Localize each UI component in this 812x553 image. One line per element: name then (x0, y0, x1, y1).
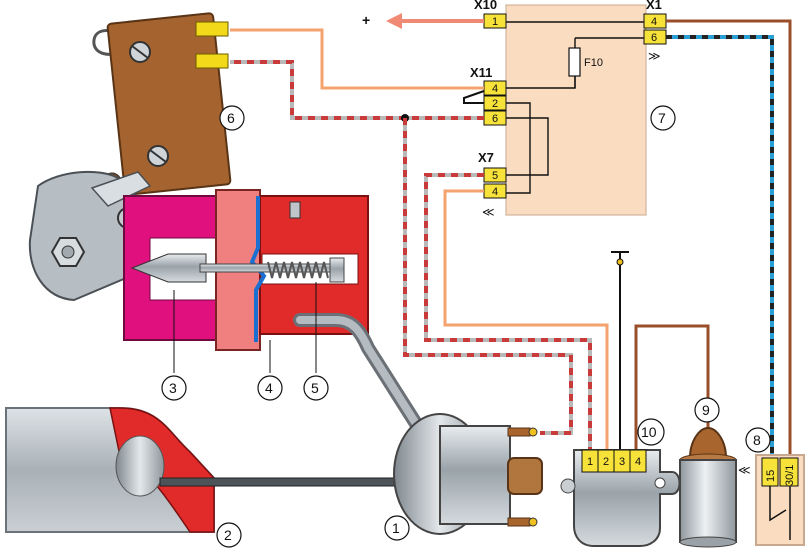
valve-screw-top (289, 201, 301, 219)
switch-terminal-2 (195, 53, 229, 69)
svg-text:8: 8 (753, 432, 761, 448)
throttle-lever-arm (90, 171, 152, 207)
actuator-screw-top (528, 427, 538, 437)
plus-sign: + (362, 12, 370, 28)
switch-screw-bottom-slot (149, 149, 167, 163)
connector-x11-label: X11 (470, 65, 492, 80)
wire-red-gray-down-stripe (403, 118, 573, 435)
svg-text:4: 4 (265, 380, 273, 396)
wire-x7-5 (424, 173, 592, 450)
x1-pin-6-label: 6 (651, 32, 657, 44)
callout-9: 9 (694, 397, 720, 423)
wire-blue-relay-stripe (666, 35, 774, 455)
svg-text:10: 10 (641, 424, 657, 440)
svg-text:3: 3 (169, 380, 177, 396)
wire-red-gray-switch (230, 60, 484, 120)
actuator-body (439, 425, 511, 525)
ignition-coil-9 (679, 459, 737, 543)
module10-pin-4-label: 4 (635, 456, 641, 468)
connector-x1-label: X1 (646, 0, 662, 12)
x11-pin-2-label: 2 (492, 98, 498, 110)
actuator-rod (159, 477, 407, 487)
x11-pin-4-label: 4 (492, 83, 498, 95)
svg-text:6: 6 (227, 110, 235, 126)
callout-1: 1 (384, 515, 410, 541)
plus-arrowhead (386, 13, 402, 29)
svg-text:2: 2 (224, 527, 232, 543)
x7-pin-5-label: 5 (492, 170, 498, 182)
wire-orange-switch (230, 28, 484, 90)
x11-jumper (463, 90, 485, 104)
switch-screw-top-slot (131, 45, 149, 59)
callout-5: 5 (303, 282, 329, 401)
microswitch-6 (106, 12, 232, 196)
x11-pin-6-label: 6 (492, 113, 498, 125)
wire-blue-relay (666, 35, 774, 455)
wire-x7-5-stripe (424, 173, 592, 450)
connector-symbol-icon: ≪ (738, 463, 751, 477)
vacuum-tube-highlight (296, 316, 424, 434)
module10-pin-4[interactable] (629, 449, 647, 473)
svg-text:1: 1 (392, 520, 400, 536)
valve-spring-5 (267, 261, 329, 279)
actuator-terminal-bottom (507, 517, 531, 527)
connector-symbol-icon: ≪ (482, 205, 495, 219)
control-block-7 (505, 4, 647, 216)
module10-pin-2-label: 2 (603, 456, 609, 468)
svg-text:5: 5 (311, 380, 319, 396)
callout-6: 6 (219, 105, 245, 131)
callout-3: 3 (161, 290, 187, 401)
actuator-terminal-top (507, 427, 531, 437)
callout-2: 2 (216, 522, 242, 548)
relay8-pin-30-1[interactable] (779, 457, 799, 487)
x7-pin-4-label: 4 (492, 186, 498, 198)
callout-4: 4 (257, 340, 283, 401)
callout-8: 8 (745, 427, 771, 453)
x10-pin-1-label: 1 (492, 16, 498, 28)
switch-terminal-1 (195, 21, 229, 37)
wire-x7-4 (443, 189, 609, 450)
connector-x7-label: X7 (478, 150, 494, 165)
wire-brown-coil (634, 324, 710, 455)
module10-pin-3-label: 3 (619, 456, 625, 468)
svg-text:9: 9 (702, 402, 710, 418)
actuator-screw-bottom (528, 517, 538, 527)
relay8-pin-15-label: 15 (765, 470, 777, 482)
module-10-mount-hole-left (560, 478, 576, 494)
svg-text:7: 7 (658, 110, 666, 126)
relay-contact-icon (769, 486, 791, 540)
wire-red-gray-switch-stripe (230, 60, 484, 120)
callout-10: 10 (637, 418, 665, 446)
module-10 (573, 449, 681, 547)
module-10-mount-hole (654, 477, 666, 489)
x1-pin-4-label: 4 (651, 16, 657, 28)
actuator-nozzle (507, 457, 543, 495)
fuse-f10 (568, 47, 581, 77)
wire-brown-relay (666, 19, 792, 455)
connector-symbol-icon: ≫ (648, 49, 661, 63)
callout-7: 7 (650, 105, 676, 131)
fuse-f10-label: F10 (584, 57, 603, 69)
carburetor-opening (115, 435, 165, 497)
valve-spring-cap (329, 257, 345, 283)
ignition-coil-base (679, 536, 737, 548)
relay8-pin-30-1-label: 30/1 (784, 465, 796, 486)
throttle-nut-bolt (61, 245, 75, 259)
ignition-coil-top (688, 426, 728, 459)
connector-x10-label: X10 (474, 0, 497, 12)
module10-pin-1-label: 1 (587, 456, 593, 468)
antenna-ball (616, 258, 624, 266)
